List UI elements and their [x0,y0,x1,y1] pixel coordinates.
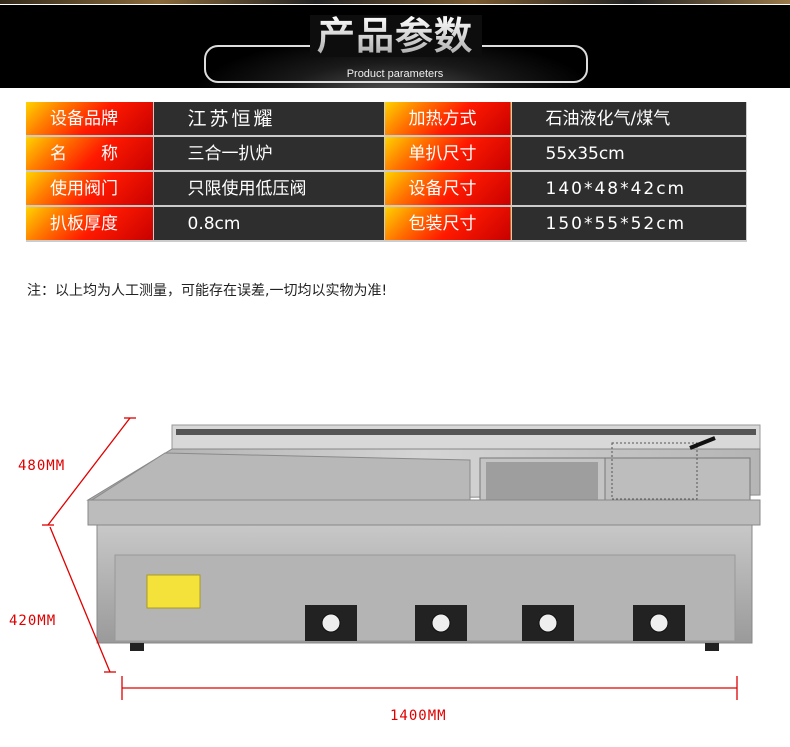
param-value: 三合一扒炉 [153,136,385,172]
dimension-lines [42,417,738,700]
param-label: 扒板厚度 [26,206,154,242]
section-banner: 产品参数 Product parameters [0,5,790,88]
param-value: 0.8cm [153,206,385,242]
section-title: 产品参数 [0,15,790,57]
product-image [42,417,761,700]
param-label: 单扒尺寸 [384,136,512,172]
top-image-strip [0,0,790,4]
param-label: 名 称 [26,136,154,172]
param-label: 包装尺寸 [384,206,512,242]
param-value: 140*48*42cm [511,171,747,207]
section-subtitle: Product parameters [346,68,444,80]
width-dimension-label: 1400MM [390,708,447,724]
param-label: 使用阀门 [26,171,154,207]
param-label: 设备品牌 [26,102,154,137]
parameters-table: 设备品牌 江苏恒耀 加热方式 石油液化气/煤气 名 称 三合一扒炉 单扒尺寸 5… [26,102,747,242]
table-row: 使用阀门 只限使用低压阀 设备尺寸 140*48*42cm [26,171,747,207]
param-value: 江苏恒耀 [153,102,385,137]
title-backdrop [310,15,482,57]
depth-dimension-label: 480MM [18,458,66,474]
param-value: 只限使用低压阀 [153,171,385,207]
height-dimension-label: 420MM [9,613,57,629]
param-value: 55x35cm [511,136,747,172]
griddle-machine [86,424,761,651]
param-value: 150*55*52cm [511,206,747,242]
param-label: 设备尺寸 [384,171,512,207]
table-row: 名 称 三合一扒炉 单扒尺寸 55x35cm [26,136,747,172]
control-knobs [305,605,685,641]
table-row: 设备品牌 江苏恒耀 加热方式 石油液化气/煤气 [26,102,747,137]
measurement-note: 注：以上均为人工测量，可能存在误差,一切均以实物为准! [27,283,388,299]
table-row: 扒板厚度 0.8cm 包装尺寸 150*55*52cm [26,206,747,242]
param-value: 石油液化气/煤气 [511,102,747,137]
param-label: 加热方式 [384,102,512,137]
